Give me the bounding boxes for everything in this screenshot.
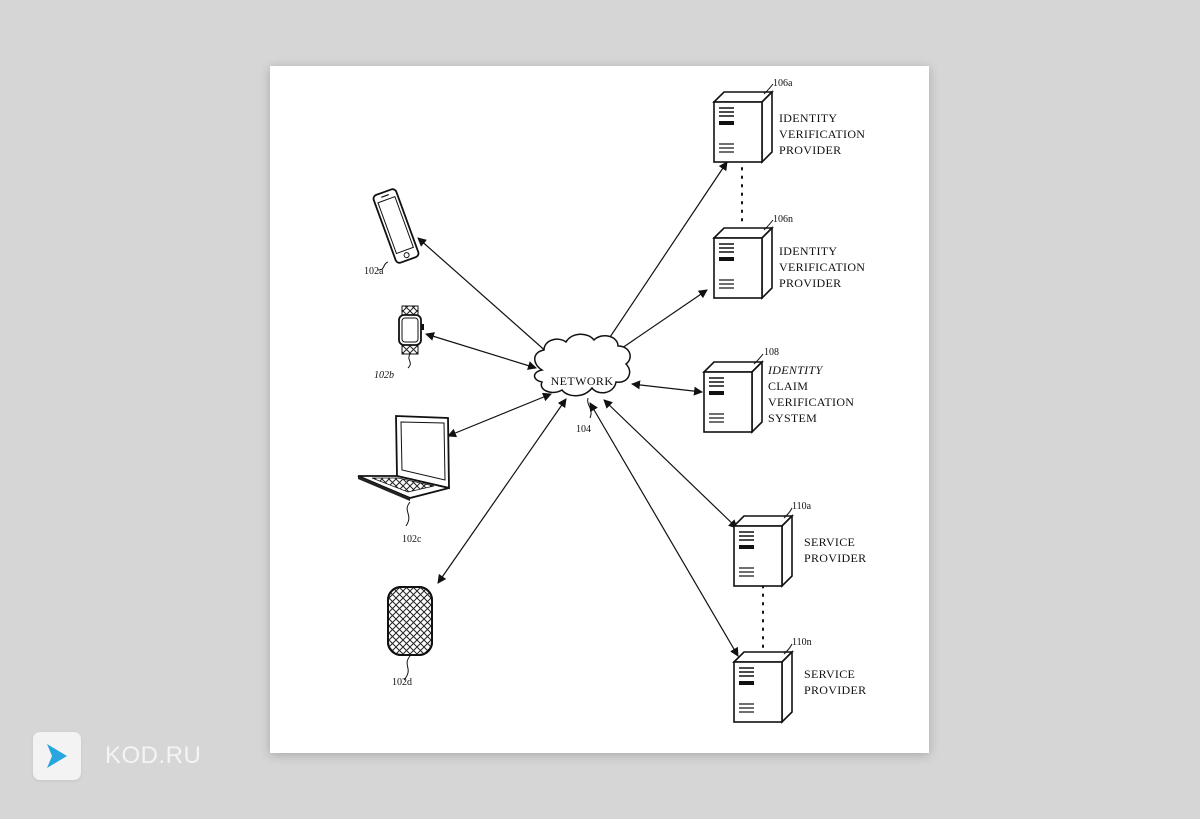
server-icon-idv-a	[713, 91, 773, 163]
claim-ref-leader	[753, 353, 764, 365]
smartphone-icon	[372, 188, 420, 264]
sp-n-ref-leader	[783, 643, 793, 655]
watch-ref: 102b	[374, 370, 394, 381]
arrow-speaker-network	[437, 398, 567, 584]
sp-a-label: SERVICE PROVIDER	[804, 535, 866, 565]
watch-ref-leader	[407, 353, 411, 369]
claim-label: IDENTITY CLAIM VERIFICATION SYSTEM	[767, 363, 858, 425]
laptop-ref: 102c	[402, 534, 422, 545]
server-icon-sp-n	[733, 651, 793, 723]
laptop-icon	[357, 415, 450, 501]
arrow-phone-network	[417, 237, 559, 363]
brand-name: KOD.RU	[105, 742, 202, 769]
sp-a-ref: 110a	[792, 501, 812, 512]
speaker-ref-leader	[403, 655, 411, 681]
sp-n-label: SERVICE PROVIDER	[804, 667, 866, 697]
sp-n-ref: 110n	[792, 637, 812, 648]
idv-a-ref-leader	[763, 83, 774, 95]
network-label: NETWORK	[551, 374, 614, 388]
network-cloud: NETWORK	[533, 333, 631, 397]
server-icon-sp-a	[733, 515, 793, 587]
connection-arrows	[417, 161, 739, 657]
network-ref-leader	[587, 397, 592, 419]
sp-a-ref-leader	[783, 507, 793, 519]
smart-speaker-icon	[387, 586, 433, 656]
arrow-network-sp-n	[589, 402, 739, 657]
network-ref: 104	[576, 424, 591, 435]
speaker-ref: 102d	[392, 677, 412, 688]
idv-n-label: IDENTITY VERIFICATION PROVIDER	[779, 244, 869, 290]
idv-a-label: IDENTITY VERIFICATION PROVIDER	[779, 111, 869, 157]
claim-ref: 108	[764, 347, 779, 358]
phone-ref-leader	[377, 261, 389, 271]
idv-n-ref-leader	[763, 219, 774, 231]
arrow-watch-network	[425, 332, 537, 370]
brand-watermark: KOD.RU	[33, 732, 201, 780]
laptop-ref-leader	[405, 501, 411, 527]
network-diagram: NETWORK 104 102a 102b 102c 102d 106a	[357, 78, 869, 723]
server-icon-idv-n	[713, 227, 773, 299]
arrow-laptop-network	[447, 392, 552, 438]
kod-logo-icon	[33, 732, 81, 780]
idv-a-ref: 106a	[773, 78, 793, 89]
arrow-network-idv-a	[593, 161, 728, 362]
idv-n-ref: 106n	[773, 214, 793, 225]
arrow-network-claim	[631, 380, 703, 396]
phone-ref: 102a	[364, 266, 384, 277]
patent-figure-sheet: NETWORK 104 102a 102b 102c 102d 106a	[270, 66, 929, 753]
smartwatch-icon	[398, 305, 424, 355]
server-icon-claim	[703, 361, 763, 433]
